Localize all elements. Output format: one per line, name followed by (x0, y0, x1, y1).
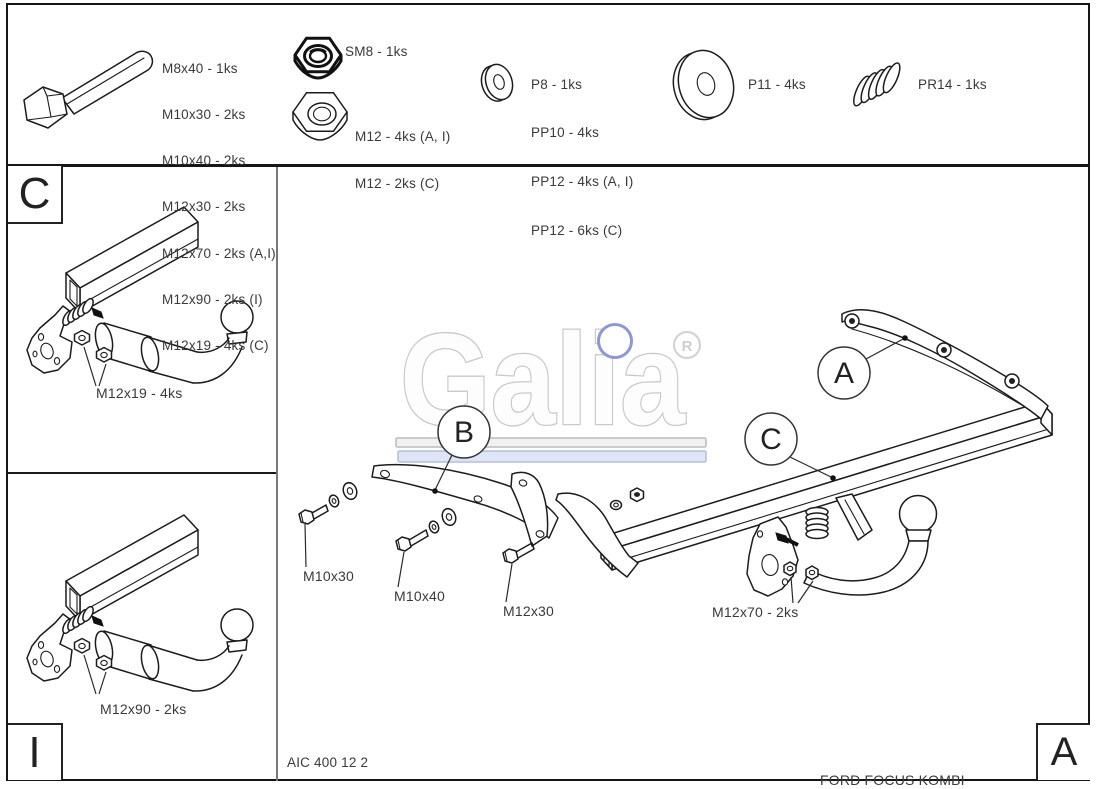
detail-marker-i: I (8, 723, 63, 780)
hex-bolt-drawing (23, 50, 154, 129)
leader-m12x30 (505, 563, 513, 603)
detail-c-fastener-label: M12x19 - 4ks (96, 385, 183, 401)
nut-m12-item: M12 - 2ks (C) (355, 175, 440, 191)
washer-small-drawing (480, 63, 514, 102)
left-column-divider (276, 167, 278, 781)
callout-c: C (744, 412, 836, 481)
callout-a: A (817, 335, 908, 400)
detail-marker-c: C (8, 166, 63, 224)
washer-item: PP10 - 4ks (531, 125, 600, 141)
callout-c-letter: C (760, 423, 782, 456)
sheet-border (6, 3, 1090, 781)
spring-pr14-drawing (853, 62, 901, 107)
washer-item: PP12 - 4ks (A, I) (531, 174, 634, 190)
label-m12x30: M12x30 (503, 603, 555, 619)
bolt-size-item: M12x90 - 2ks (I) (162, 291, 263, 307)
support-brackets-b (371, 463, 645, 578)
document-number: AIC 400 12 2 (287, 755, 369, 770)
callout-b-letter: B (454, 416, 474, 449)
bolt-size-item: M8x40 - 1ks (162, 60, 238, 76)
bolt-size-item: M10x30 - 2ks (162, 107, 246, 123)
detail-i-fastener-label: M12x90 - 2ks (100, 701, 187, 717)
label-m10x30: M10x30 (303, 568, 355, 584)
side-arm-bracket-a (841, 309, 1049, 420)
label-m10x40: M10x40 (394, 588, 446, 604)
lock-nut-sm8-drawing (293, 36, 343, 80)
washer-item: PP12 - 6ks (C) (531, 223, 623, 239)
detail-assembly-drawing (26, 206, 254, 387)
detail-marker-i-letter: I (28, 727, 41, 777)
bolt-size-item: M10x40 - 2ks (162, 153, 246, 169)
revision-marker-a: A (1036, 723, 1090, 780)
leader-m10x30 (304, 523, 307, 568)
registered-letter: R (682, 338, 693, 355)
logo-blue-dot (597, 323, 633, 359)
towball-hitch (746, 493, 938, 597)
callout-b: B (432, 405, 491, 494)
leader-m12x70 (790, 576, 814, 604)
bolt-size-item: M12x70 - 2ks (A,I) (162, 245, 276, 261)
washer-item: P8 - 1ks (531, 76, 583, 92)
bolt-size-item: M12x30 - 2ks (162, 199, 246, 215)
leader-m10x40 (397, 551, 405, 588)
main-exploded-diagram: A B C (298, 309, 1053, 604)
parts-strip-divider (6, 164, 1090, 167)
title-block: FORD FOCUS KOMBI Kód: F1195(A,I,C) 4. 4.… (820, 735, 1008, 789)
bolt-size-list: M8x40 - 1ks M10x30 - 2ks M10x40 - 2ks M1… (162, 30, 276, 384)
vehicle-name: FORD FOCUS KOMBI (820, 772, 965, 788)
label-m12x70: M12x70 - 2ks (712, 604, 799, 620)
nut-m12-list: M12 - 4ks (A, I) M12 - 2ks (C) (355, 98, 450, 223)
bolt-size-item: M12x19 - 4ks (C) (162, 338, 269, 354)
exploded-fasteners (298, 481, 535, 564)
detail-panels-divider (8, 472, 276, 474)
spring-label: PR14 - 1ks (918, 77, 987, 92)
callout-a-letter: A (834, 357, 854, 390)
washer-large-p11-drawing (672, 49, 735, 121)
washer-large-label: P11 - 4ks (748, 77, 806, 92)
registered-mark-icon (672, 330, 702, 360)
revision-marker-a-letter: A (1050, 730, 1078, 774)
nut-m12-item: M12 - 4ks (A, I) (355, 129, 451, 145)
nut-m12-drawing (292, 92, 348, 141)
washer-small-list: P8 - 1ks PP10 - 4ks PP12 - 4ks (A, I) PP… (531, 44, 633, 272)
detail-marker-c-letter: C (18, 169, 51, 218)
lock-nut-label: SM8 - 1ks (345, 44, 408, 59)
